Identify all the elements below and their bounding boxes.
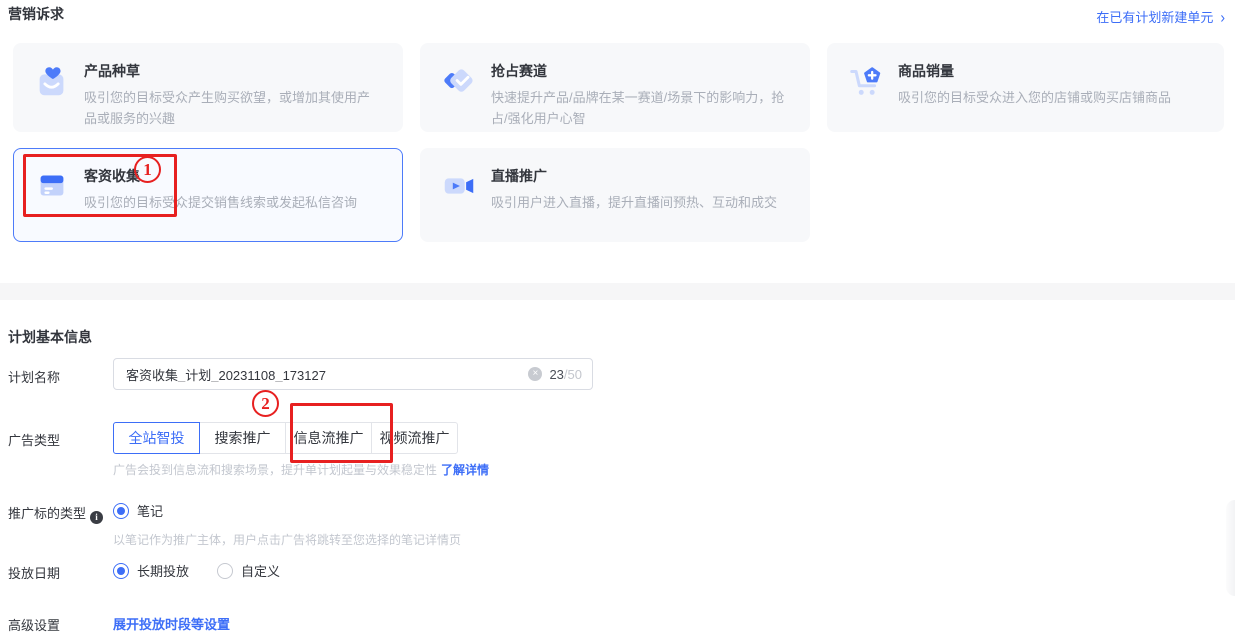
- live-promotion-icon: [440, 167, 478, 205]
- ad-type-note-text: 广告会投到信息流和搜索场景，提升单计划起量与效果稳定性: [113, 463, 438, 477]
- goal-card-title: 直播推广: [491, 168, 547, 184]
- product-sales-icon: [847, 62, 885, 100]
- goal-card-desc: 吸引您的目标受众产生购买欲望，或增加其使用产品或服务的兴趣: [84, 90, 371, 126]
- tab-feed-promo[interactable]: 信息流推广: [285, 422, 372, 454]
- ad-type-note: 广告会投到信息流和搜索场景，提升单计划起量与效果稳定性了解详情: [113, 461, 489, 478]
- page-title: 营销诉求: [8, 6, 64, 22]
- goal-card-text: 抢占赛道 快速提升产品/品牌在某一赛道/场景下的影响力，抢占/强化用户心智: [491, 59, 787, 129]
- delivery-date-label: 投放日期: [8, 566, 61, 581]
- tab-video-feed-promo[interactable]: 视频流推广: [371, 422, 458, 454]
- goal-card-leads[interactable]: 客资收集 吸引您的目标受众提交销售线索或发起私信咨询: [13, 148, 403, 242]
- annotation-number-2: 2: [252, 390, 279, 417]
- plan-name-label: 计划名称: [8, 370, 61, 385]
- goal-card-desc: 快速提升产品/品牌在某一赛道/场景下的影响力，抢占/强化用户心智: [491, 90, 785, 126]
- note-radio-label[interactable]: 笔记: [137, 504, 164, 519]
- goal-card-desc: 吸引用户进入直播，提升直播间预热、互动和成交: [491, 195, 778, 210]
- goal-card-desc: 吸引您的目标受众进入您的店铺或购买店铺商品: [898, 90, 1172, 105]
- promo-target-options: 笔记: [113, 501, 163, 520]
- new-unit-link-label: 在已有计划新建单元: [1096, 10, 1214, 25]
- goal-card-text: 客资收集 吸引您的目标受众提交销售线索或发起私信咨询: [84, 164, 357, 213]
- plan-section-title: 计划基本信息: [8, 329, 92, 345]
- custom-date-radio-label[interactable]: 自定义: [241, 564, 281, 579]
- longterm-radio-label[interactable]: 长期投放: [137, 564, 190, 579]
- promo-target-note: 以笔记作为推广主体，用户点击广告将跳转至您选择的笔记详情页: [113, 533, 462, 547]
- advanced-settings-label: 高级设置: [8, 618, 61, 633]
- goal-card-text: 产品种草 吸引您的目标受众产生购买欲望，或增加其使用产品或服务的兴趣: [84, 59, 380, 129]
- lead-collection-icon: [33, 167, 71, 205]
- goal-card-title: 商品销量: [898, 63, 954, 79]
- goal-card-live[interactable]: 直播推广 吸引用户进入直播，提升直播间预热、互动和成交: [420, 148, 810, 242]
- goal-card-seeding[interactable]: 产品种草 吸引您的目标受众产生购买欲望，或增加其使用产品或服务的兴趣: [13, 43, 403, 132]
- char-count-current: 23: [549, 366, 564, 382]
- note-radio[interactable]: [113, 502, 129, 519]
- chevron-right-icon: ›: [1220, 7, 1225, 26]
- info-icon[interactable]: i: [90, 511, 104, 524]
- longterm-radio[interactable]: [113, 562, 129, 579]
- expand-advanced-settings-link[interactable]: 展开投放时段等设置: [113, 617, 231, 632]
- marketing-goal-cards: 产品种草 吸引您的目标受众产生购买欲望，或增加其使用产品或服务的兴趣 抢占赛道 …: [13, 43, 1224, 242]
- goal-card-desc: 吸引您的目标受众提交销售线索或发起私信咨询: [84, 195, 358, 210]
- new-unit-in-existing-plan-link[interactable]: 在已有计划新建单元 ›: [1096, 7, 1225, 26]
- promo-target-label-text: 推广标的类型: [8, 506, 87, 521]
- tab-full-site-smart[interactable]: 全站智投: [113, 422, 200, 454]
- goal-card-title: 客资收集: [84, 168, 140, 184]
- ad-type-label: 广告类型: [8, 433, 61, 448]
- char-count-max: /50: [563, 366, 582, 382]
- side-panel-handle[interactable]: [1226, 500, 1235, 596]
- section-separator: [0, 283, 1235, 300]
- char-counter: 23/50: [549, 367, 582, 382]
- goal-card-title: 抢占赛道: [491, 63, 547, 79]
- seize-track-icon: [440, 62, 478, 100]
- goal-card-track[interactable]: 抢占赛道 快速提升产品/品牌在某一赛道/场景下的影响力，抢占/强化用户心智: [420, 43, 810, 132]
- goal-card-text: 商品销量 吸引您的目标受众进入您的店铺或购买店铺商品: [898, 59, 1171, 108]
- ad-type-tabs: 全站智投 搜索推广 信息流推广 视频流推广: [113, 422, 458, 454]
- clear-input-icon[interactable]: ×: [528, 367, 543, 381]
- goal-card-title: 产品种草: [84, 63, 140, 79]
- learn-more-link[interactable]: 了解详情: [441, 463, 490, 477]
- goal-card-sales[interactable]: 商品销量 吸引您的目标受众进入您的店铺或购买店铺商品: [827, 43, 1224, 132]
- plan-name-field: × 23/50: [113, 358, 593, 390]
- product-seeding-icon: [33, 62, 71, 100]
- custom-date-radio[interactable]: [217, 562, 234, 579]
- tab-search-promo[interactable]: 搜索推广: [199, 422, 286, 454]
- goal-card-text: 直播推广 吸引用户进入直播，提升直播间预热、互动和成交: [491, 164, 777, 213]
- plan-name-input[interactable]: [126, 366, 522, 382]
- delivery-date-options: 长期投放 自定义: [113, 561, 280, 580]
